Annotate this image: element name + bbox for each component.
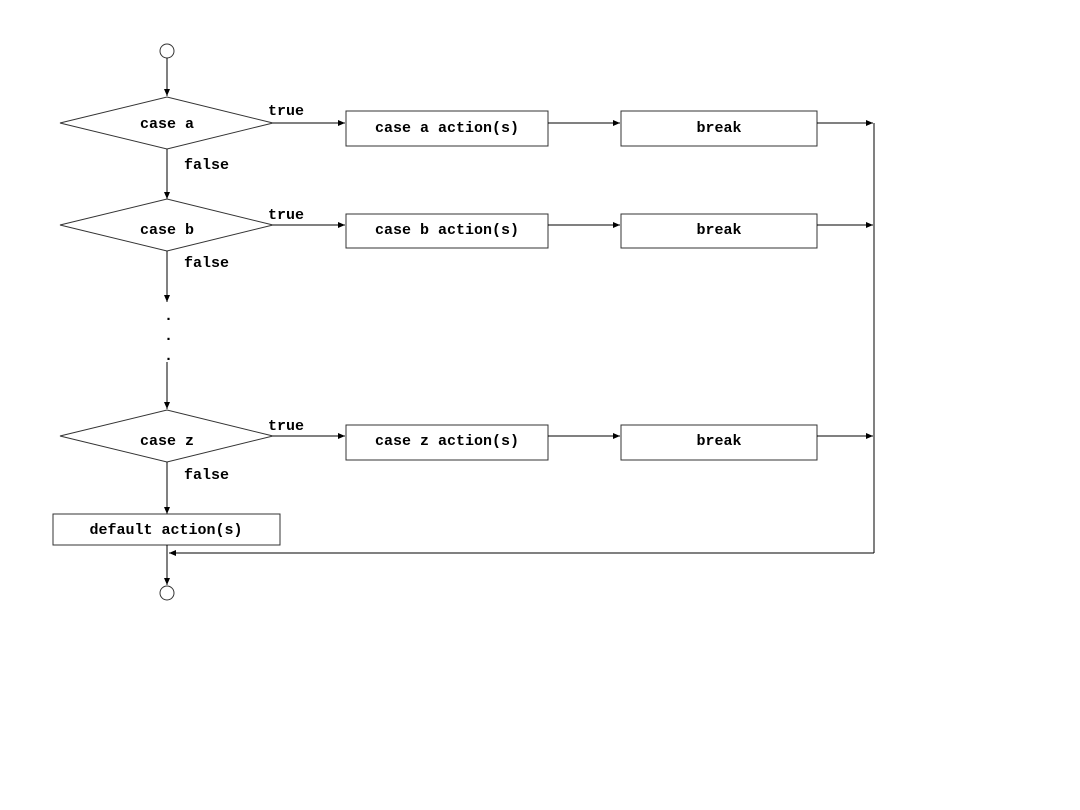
ellipsis-dot: . <box>164 308 173 325</box>
start-node <box>159 43 175 59</box>
decision-case-z-label: case z <box>140 433 194 450</box>
action-case-z <box>345 424 549 461</box>
decision-case-a-label: case a <box>140 116 194 133</box>
break-z-label: break <box>696 433 741 450</box>
action-case-a <box>345 110 549 147</box>
ellipsis-dot: . <box>164 328 173 345</box>
default-action-label: default action(s) <box>89 522 242 539</box>
true-label-a: true <box>268 103 304 120</box>
break-a <box>620 110 818 147</box>
default-action <box>52 513 281 546</box>
action-case-b-label: case b action(s) <box>375 222 519 239</box>
true-label-b: true <box>268 207 304 224</box>
false-label-b: false <box>184 255 229 272</box>
false-label-a: false <box>184 157 229 174</box>
break-a-label: break <box>696 120 741 137</box>
end-node <box>159 585 175 601</box>
break-b-label: break <box>696 222 741 239</box>
action-case-z-label: case z action(s) <box>375 433 519 450</box>
decision-case-b-label: case b <box>140 222 194 239</box>
action-case-b <box>345 213 549 249</box>
true-label-z: true <box>268 418 304 435</box>
break-z <box>620 424 818 461</box>
action-case-a-label: case a action(s) <box>375 120 519 137</box>
break-b <box>620 213 818 249</box>
false-label-z: false <box>184 467 229 484</box>
ellipsis-dot: . <box>164 348 173 365</box>
